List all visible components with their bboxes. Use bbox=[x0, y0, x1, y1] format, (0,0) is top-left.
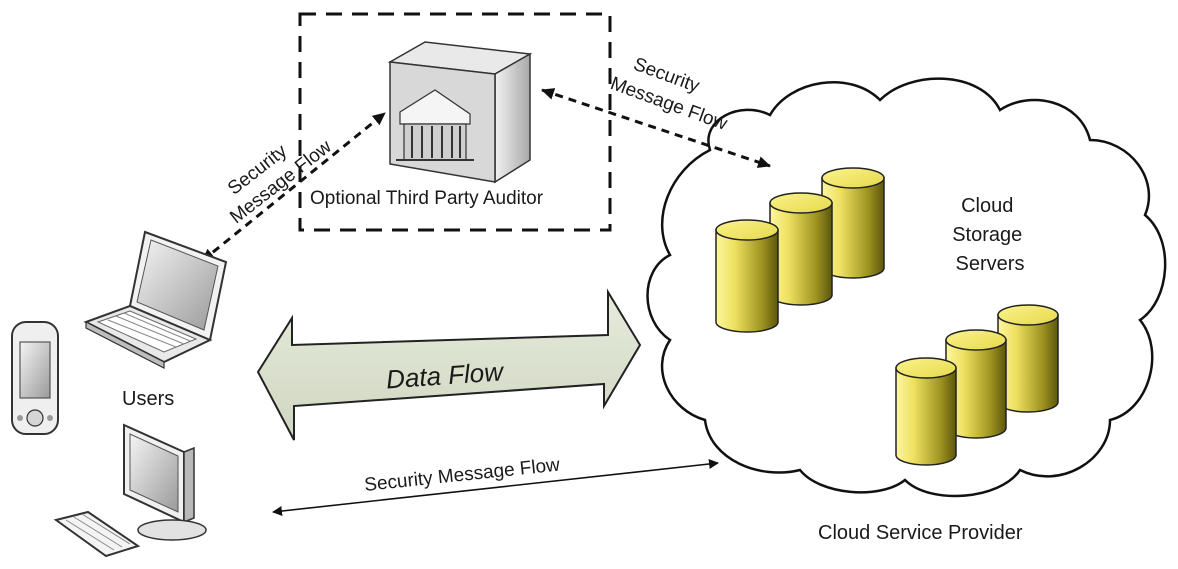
cloud-service-provider-label: Cloud Service Provider bbox=[818, 522, 1023, 544]
security-flow-left-arrow bbox=[201, 111, 386, 263]
storage-cylinder-icon bbox=[821, 167, 885, 279]
laptop-icon bbox=[83, 230, 228, 369]
storage-cylinders-group-2 bbox=[895, 304, 1059, 466]
security-flow-bottom-arrow bbox=[272, 459, 719, 516]
storage-cylinder-icon bbox=[997, 304, 1059, 413]
security-flow-bottom-label: Security Message Flow bbox=[363, 455, 561, 496]
security-flow-left-label: Security Message Flow bbox=[224, 136, 336, 228]
users-label: Users bbox=[122, 388, 174, 410]
storage-cylinders-group-1 bbox=[715, 167, 885, 333]
storage-cylinder-icon bbox=[715, 219, 779, 333]
storage-cylinder-icon bbox=[769, 192, 833, 306]
cloud-storage-servers-label: Cloud Storage Servers bbox=[952, 195, 1028, 275]
storage-cylinder-icon bbox=[895, 357, 957, 466]
storage-cylinder-icon bbox=[945, 329, 1007, 439]
data-flow-arrow bbox=[256, 288, 642, 441]
desktop-computer-icon bbox=[53, 423, 207, 558]
cloud-servers-line-2: Storage bbox=[952, 224, 1022, 246]
pda-icon bbox=[11, 321, 59, 435]
cloud-servers-line-1: Cloud bbox=[961, 195, 1013, 217]
security-flow-right-arrow bbox=[541, 88, 771, 168]
security-flow-right-label: Security Message Flow bbox=[608, 54, 731, 135]
auditor-server-icon bbox=[387, 41, 533, 184]
auditor-label: Optional Third Party Auditor bbox=[310, 188, 544, 209]
cloud-servers-line-3: Servers bbox=[956, 253, 1025, 275]
